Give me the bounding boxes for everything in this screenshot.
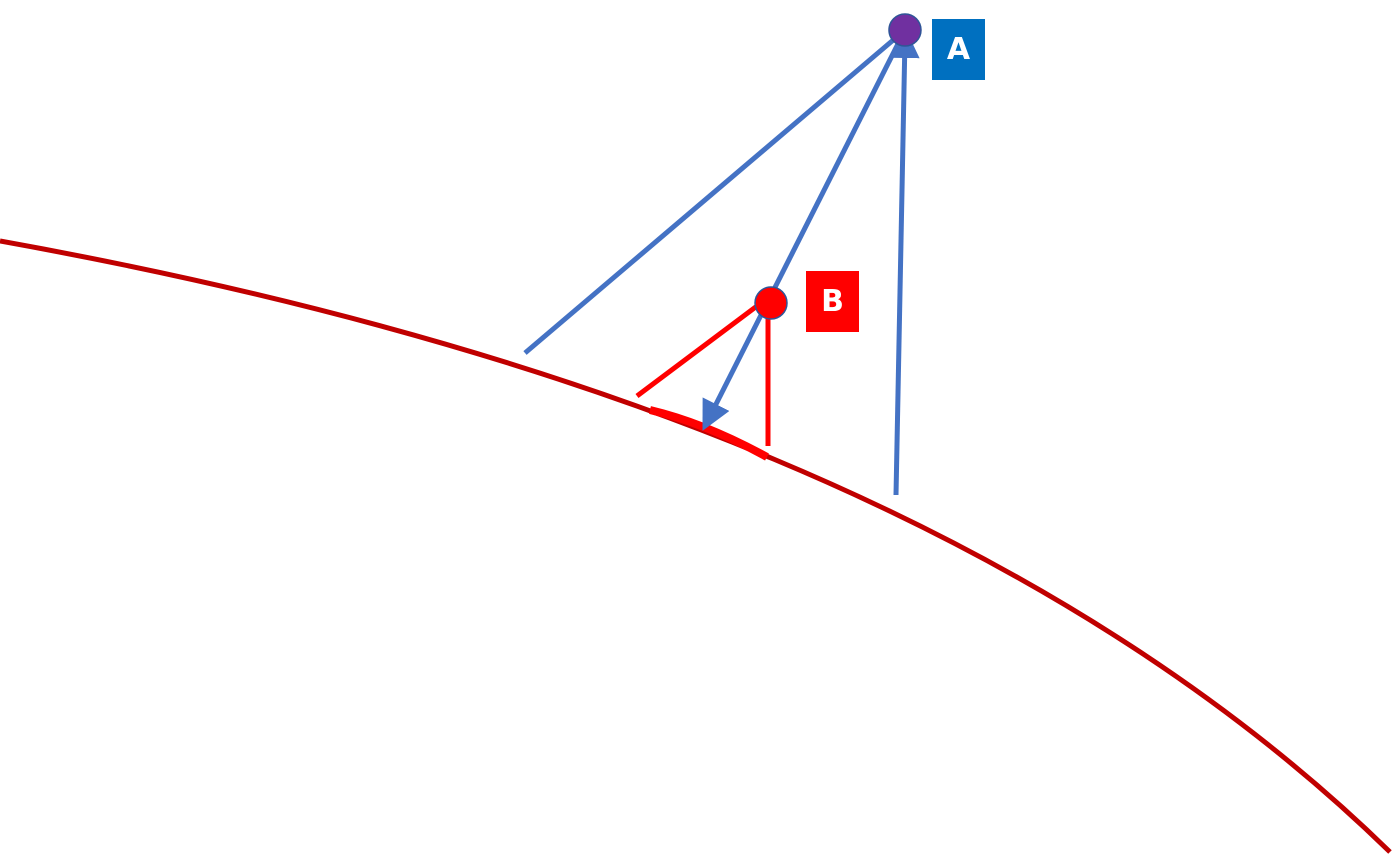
label-a: A [932, 19, 985, 80]
point-a [888, 13, 922, 47]
arrow-surface-to-a [889, 28, 920, 496]
line-b-left [635, 298, 767, 398]
earth-curve [0, 238, 1392, 854]
point-b [754, 286, 788, 320]
label-b: B [806, 271, 859, 332]
line-a-left [523, 28, 907, 355]
arrow-a-to-surface [702, 28, 908, 431]
